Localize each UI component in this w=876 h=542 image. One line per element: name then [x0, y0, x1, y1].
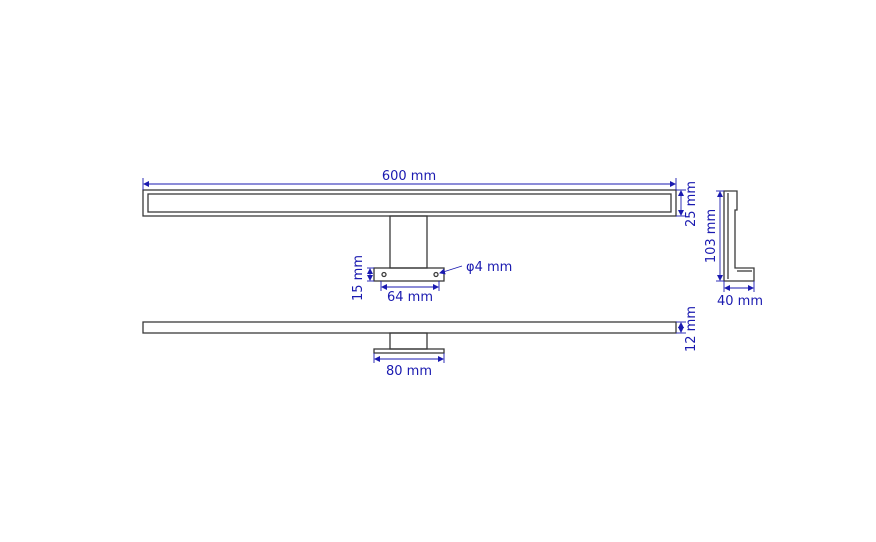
dim-depth: 103 mm — [704, 190, 724, 282]
dim-depth-label: 103 mm — [704, 209, 719, 263]
front-view — [142, 189, 677, 282]
side-profile — [723, 190, 755, 282]
bottom-base — [373, 348, 445, 354]
dim-hole-diameter-label: φ4 mm — [466, 260, 512, 275]
dim-side-width-label: 40 mm — [717, 294, 763, 309]
dim-hole-spacing: 64 mm — [380, 281, 440, 305]
dim-height-label: 25 mm — [684, 181, 699, 227]
bottom-bar — [142, 321, 677, 334]
dim-hole-spacing-label: 64 mm — [387, 290, 433, 305]
dim-height: 25 mm — [676, 181, 699, 227]
dim-base-width: 80 mm — [373, 353, 445, 379]
dim-plate-height: 15 mm — [351, 255, 374, 301]
bottom-view — [142, 321, 677, 354]
mount-plate — [373, 267, 445, 282]
dim-base-width-label: 80 mm — [386, 364, 432, 379]
bottom-arm — [389, 332, 428, 350]
dim-hole-diameter: φ4 mm — [439, 260, 512, 275]
lamp-arm — [389, 215, 428, 269]
dim-side-width: 40 mm — [717, 281, 763, 309]
dim-plate-height-label: 15 mm — [351, 255, 366, 301]
dim-length-label: 600 mm — [382, 169, 436, 184]
screw-hole-right — [433, 271, 439, 278]
dim-bottom-height: 12 mm — [676, 306, 699, 352]
side-view — [723, 190, 755, 282]
dim-length: 600 mm — [142, 169, 677, 190]
lamp-bar-inner — [147, 193, 672, 213]
dim-bottom-height-label: 12 mm — [684, 306, 699, 352]
screw-hole-left — [381, 271, 387, 278]
